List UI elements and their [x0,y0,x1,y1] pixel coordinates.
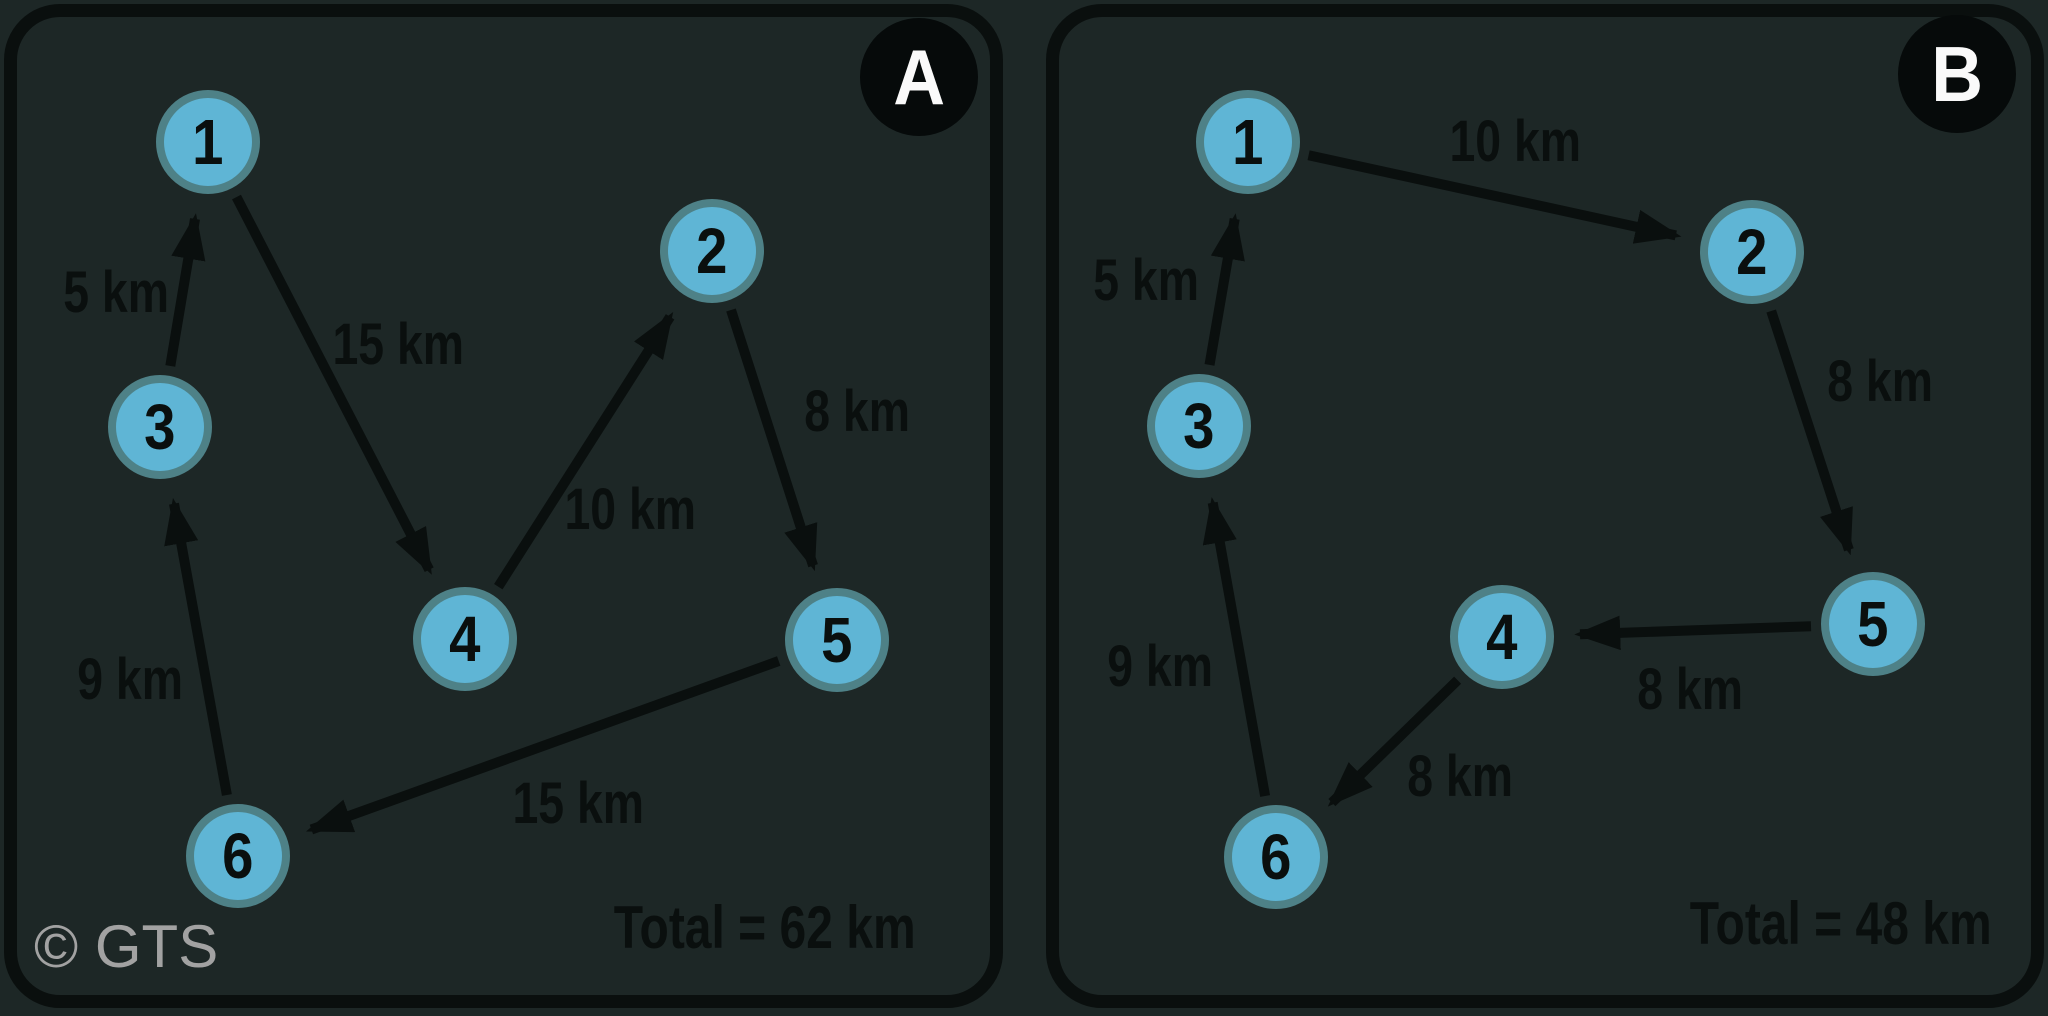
copyright: © GTS [34,912,219,980]
node-text: 2 [696,215,728,287]
panel-frame [1046,4,2044,1008]
edge-line [1574,615,1812,651]
edge-line [232,194,434,575]
node: 2 [1700,200,1804,304]
node-text: 1 [1232,106,1264,178]
node-text: 2 [1736,216,1768,288]
node: 4 [1450,585,1554,689]
node: 1 [1196,90,1300,194]
edge-line [1327,676,1462,807]
edge-line [1307,150,1682,244]
node: 6 [1224,805,1328,909]
panel-badge: A [860,18,978,136]
total-label: Total = 48 km [1561,884,2048,964]
node: 2 [660,199,764,303]
panel-badge: B [1898,15,2016,133]
edge-line [726,308,818,572]
edge-line [305,656,781,835]
edge-line [1766,309,1854,556]
node: 5 [785,588,889,692]
edge-line [1204,213,1245,366]
node-text: 3 [1183,390,1215,462]
node-text: 4 [449,603,481,675]
total-label-text: Total = 48 km [1690,890,1992,957]
node-text: 5 [821,604,853,676]
node-text: 1 [192,106,224,178]
panel-frame [4,4,1003,1008]
node: 1 [156,90,260,194]
node: 6 [186,804,290,908]
total-label: Total = 62 km [485,888,1045,968]
node: 5 [1821,572,1925,676]
node-text: 4 [1486,601,1518,673]
node-text: 5 [1857,588,1889,660]
node: 4 [413,587,517,691]
edge-line [165,213,206,367]
node-text: 6 [1260,821,1292,893]
node-text: 3 [144,391,176,463]
edge-line [1202,497,1271,797]
panel-badge-text: B [1931,30,1983,118]
total-label-text: Total = 62 km [614,894,916,961]
node-text: 6 [222,820,254,892]
edge-line [494,311,675,590]
edge-line [164,498,232,796]
node: 3 [108,375,212,479]
node: 3 [1147,374,1251,478]
panel-badge-text: A [893,33,945,121]
